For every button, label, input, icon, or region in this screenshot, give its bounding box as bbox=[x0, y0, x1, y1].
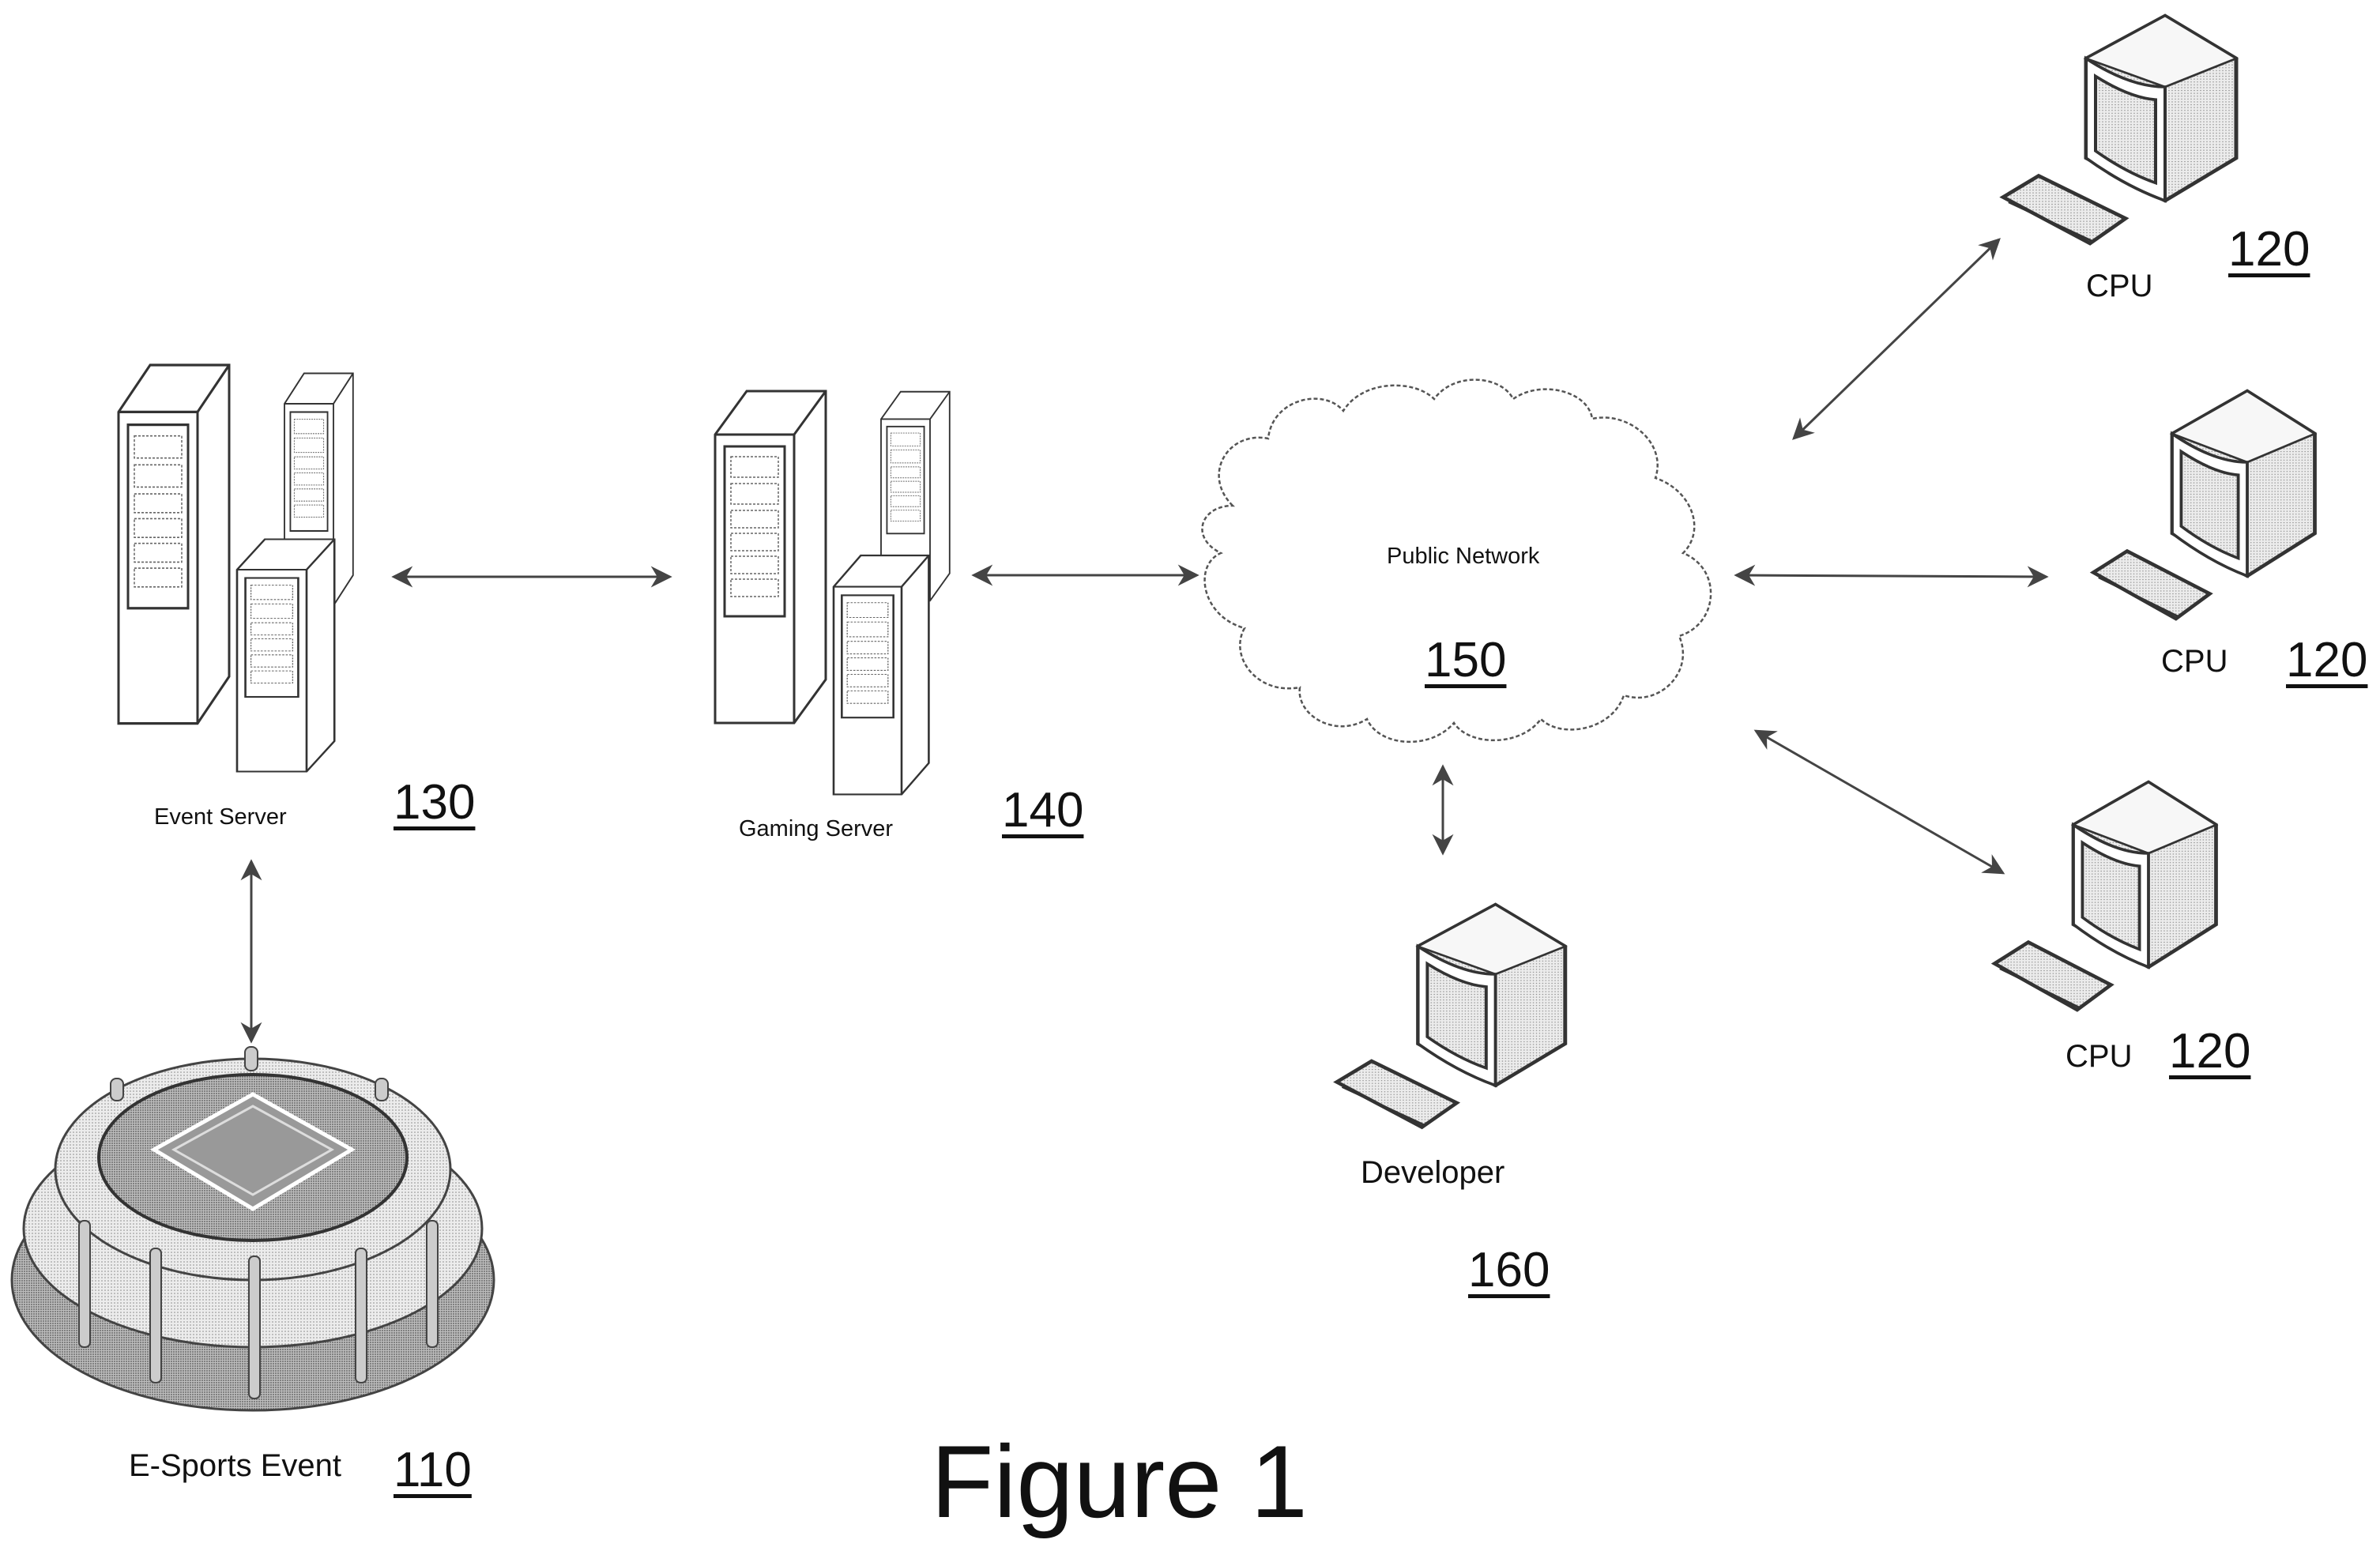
arrow-public-network-cpu-1 bbox=[1794, 239, 1999, 439]
cpu-3-ref: 120 bbox=[2169, 1023, 2250, 1079]
esports-event-ref: 110 bbox=[394, 1442, 472, 1498]
cpu-1-ref: 120 bbox=[2228, 221, 2310, 277]
esports-event-label: E-Sports Event bbox=[129, 1448, 341, 1484]
public-network-label: Public Network bbox=[1387, 544, 1539, 570]
event-server-icon bbox=[119, 365, 353, 772]
cpu-2-icon bbox=[2093, 391, 2314, 619]
gaming-server-label: Gaming Server bbox=[739, 816, 893, 842]
developer-computer-icon bbox=[1337, 905, 1565, 1127]
developer-ref: 160 bbox=[1468, 1242, 1550, 1298]
event-server-ref: 130 bbox=[394, 774, 475, 830]
gaming-server-ref: 140 bbox=[1002, 782, 1083, 838]
gaming-server-icon bbox=[715, 391, 950, 794]
cpu-1-label: CPU bbox=[2086, 269, 2152, 304]
figure-title: Figure 1 bbox=[931, 1422, 1308, 1541]
public-network-ref: 150 bbox=[1425, 632, 1506, 688]
cpu-2-ref: 120 bbox=[2286, 632, 2367, 688]
developer-label: Developer bbox=[1361, 1155, 1504, 1191]
cpu-2-label: CPU bbox=[2161, 644, 2227, 680]
cpu-3-label: CPU bbox=[2066, 1039, 2132, 1075]
arrow-public-network-cpu-3 bbox=[1756, 731, 2003, 873]
esports-stadium-icon bbox=[12, 1047, 494, 1410]
cpu-3-icon bbox=[1994, 782, 2216, 1010]
event-server-label: Event Server bbox=[154, 804, 287, 830]
arrow-public-network-cpu-2 bbox=[1736, 575, 2047, 577]
cpu-1-icon bbox=[2003, 16, 2236, 243]
